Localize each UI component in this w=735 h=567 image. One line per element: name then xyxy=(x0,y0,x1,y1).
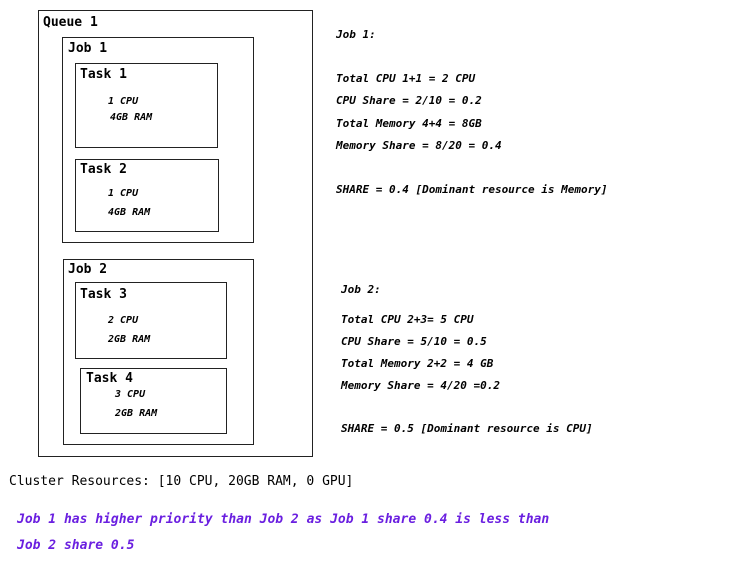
task2-title: Task 2 xyxy=(80,162,127,177)
job1-calc-heading: Job 1: xyxy=(336,28,376,41)
job1-total-memory: Total Memory 4+4 = 8GB xyxy=(336,117,482,130)
task1-title: Task 1 xyxy=(80,67,127,82)
task1-cpu: 1 CPU xyxy=(108,96,139,107)
task3-box xyxy=(75,282,227,359)
job2-share-result: SHARE = 0.5 [Dominant resource is CPU] xyxy=(341,422,593,435)
task4-cpu: 3 CPU xyxy=(115,389,146,400)
task1-box xyxy=(75,63,218,148)
conclusion-line-1: Job 1 has higher priority than Job 2 as … xyxy=(17,512,550,527)
job2-title: Job 2 xyxy=(68,262,108,277)
task4-box xyxy=(80,368,227,434)
task2-ram: 4GB RAM xyxy=(108,207,151,218)
conclusion-line-2: Job 2 share 0.5 xyxy=(17,538,135,553)
task3-cpu: 2 CPU xyxy=(108,315,139,326)
job2-memory-share: Memory Share = 4/20 =0.2 xyxy=(341,379,500,392)
job2-box xyxy=(63,259,254,445)
task2-cpu: 1 CPU xyxy=(108,188,139,199)
job1-box xyxy=(62,37,254,243)
job2-cpu-share: CPU Share = 5/10 = 0.5 xyxy=(341,335,487,348)
task4-ram: 2GB RAM xyxy=(115,408,158,419)
task1-ram: 4GB RAM xyxy=(110,112,153,123)
task4-title: Task 4 xyxy=(86,371,133,386)
task3-title: Task 3 xyxy=(80,287,127,302)
job2-calc-heading: Job 2: xyxy=(341,283,381,296)
job1-share-result: SHARE = 0.4 [Dominant resource is Memory… xyxy=(336,183,608,196)
job1-cpu-share: CPU Share = 2/10 = 0.2 xyxy=(336,94,482,107)
job1-total-cpu: Total CPU 1+1 = 2 CPU xyxy=(336,72,476,85)
job1-memory-share: Memory Share = 8/20 = 0.4 xyxy=(336,139,502,152)
job2-total-memory: Total Memory 2+2 = 4 GB xyxy=(341,357,494,370)
task3-ram: 2GB RAM xyxy=(108,334,151,345)
task2-box xyxy=(75,159,219,232)
queue-box xyxy=(38,10,313,457)
queue-title: Queue 1 xyxy=(43,15,98,30)
job1-title: Job 1 xyxy=(68,41,108,56)
job2-total-cpu: Total CPU 2+3= 5 CPU xyxy=(341,313,474,326)
cluster-resources: Cluster Resources: [10 CPU, 20GB RAM, 0 … xyxy=(9,474,354,489)
